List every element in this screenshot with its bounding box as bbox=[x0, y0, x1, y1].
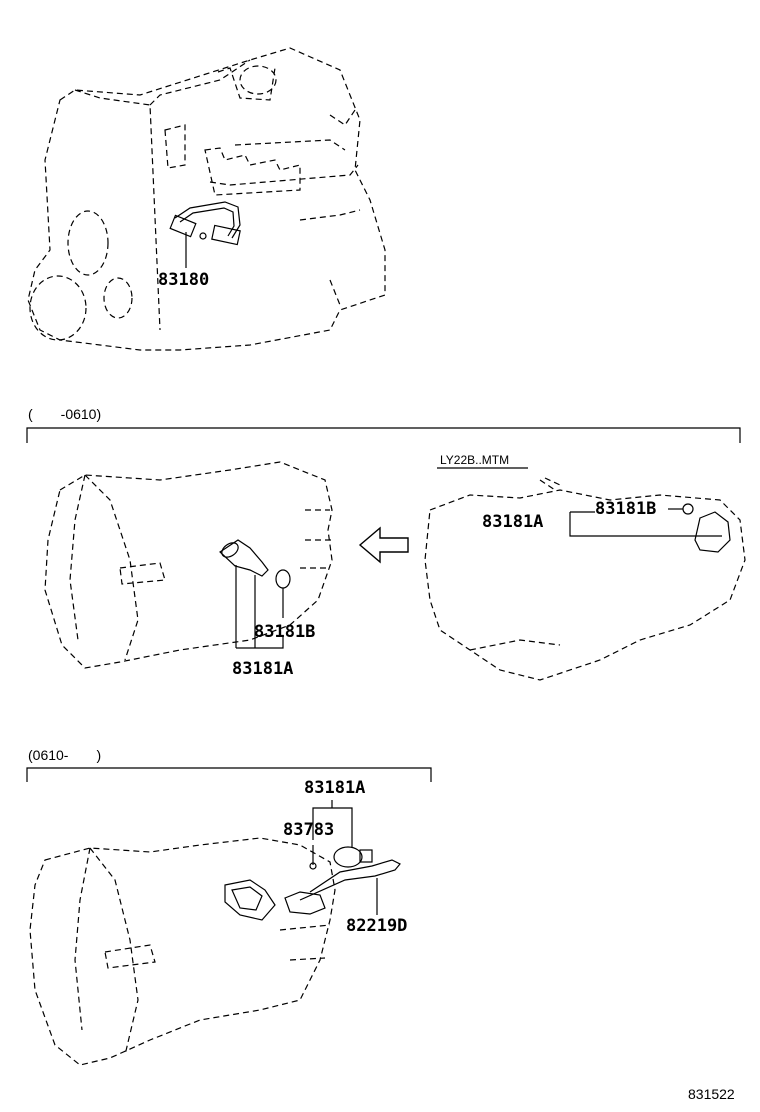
label-83181b: 83181B bbox=[254, 622, 316, 642]
transmission-illustration-lower bbox=[29, 837, 336, 1066]
label-82219d: 82219D bbox=[346, 916, 408, 936]
label-83181a-lower: 83181A bbox=[304, 778, 366, 798]
inset-transmission-illustration bbox=[424, 477, 746, 681]
figure-id: 831522 bbox=[688, 1086, 735, 1102]
transmission-illustration-upper bbox=[44, 461, 333, 669]
hollow-arrow bbox=[358, 526, 409, 564]
speed-sensor-83181 bbox=[219, 539, 291, 649]
label-83181a: 83181A bbox=[232, 659, 294, 679]
inset-label: LY22B..MTM bbox=[440, 453, 510, 467]
inset-label-83181b: 83181B bbox=[595, 499, 657, 519]
range-bracket-lower bbox=[26, 767, 432, 782]
inset-label-83181a: 83181A bbox=[482, 512, 544, 532]
range-bracket-upper bbox=[26, 427, 741, 443]
engine-illustration bbox=[27, 47, 386, 351]
label-83180: 83180 bbox=[158, 270, 210, 290]
inset-speed-sensor bbox=[569, 503, 731, 553]
range-label-upper: ( -0610) bbox=[28, 406, 102, 422]
speed-sensor-lower bbox=[224, 800, 401, 921]
range-label-lower: (0610- ) bbox=[28, 747, 102, 763]
speed-sensor-83180 bbox=[169, 201, 241, 268]
label-83783: 83783 bbox=[283, 820, 335, 840]
